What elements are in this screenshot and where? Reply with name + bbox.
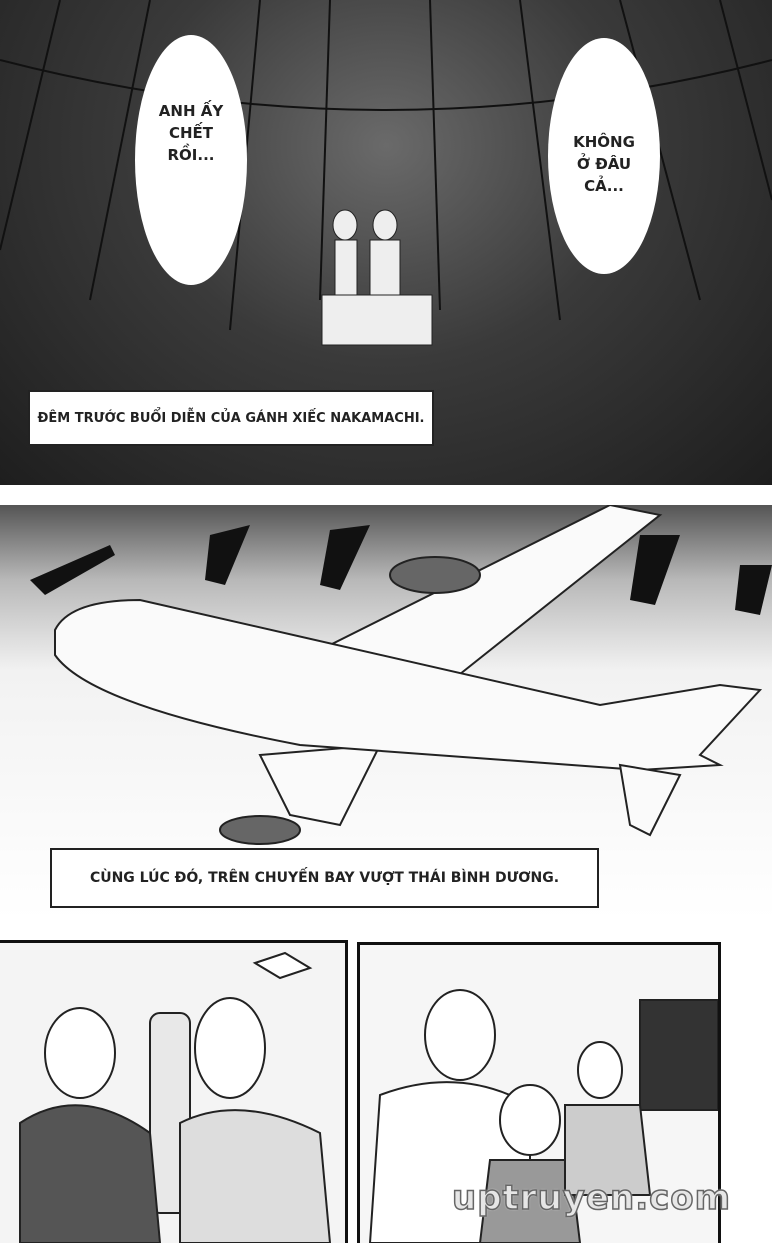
panel-mother-children xyxy=(357,942,721,1243)
elderly-couple-drawing xyxy=(19,951,332,1243)
caption-box: ĐÊM TRƯỚC BUỔI DIỄN CỦA GÁNH XIẾC NAKAMA… xyxy=(28,390,434,446)
caption-text: CÙNG LÚC ĐÓ, TRÊN CHUYẾN BAY VƯỢT THÁI B… xyxy=(89,870,560,886)
panel-circus-tent: ANH ẤY CHẾT RỒI... KHÔNG Ở ĐÂU CẢ... ĐÊM… xyxy=(0,0,772,485)
tent-lines-drawing xyxy=(0,0,772,346)
panel-airplane: CÙNG LÚC ĐÓ, TRÊN CHUYẾN BAY VƯỢT THÁI B… xyxy=(0,505,772,920)
watermark: uptruyen.com xyxy=(451,1177,732,1219)
caption-box: CÙNG LÚC ĐÓ, TRÊN CHUYẾN BAY VƯỢT THÁI B… xyxy=(50,848,599,908)
speech-bubble-left: ANH ẤY CHẾT RỒI... xyxy=(135,35,247,285)
speech-text: KHÔNG Ở ĐÂU CẢ... xyxy=(573,133,635,195)
panel-elderly-couple xyxy=(0,940,348,1243)
caption-text: ĐÊM TRƯỚC BUỔI DIỄN CỦA GÁNH XIẾC NAKAMA… xyxy=(37,410,425,426)
family-drawing xyxy=(368,989,718,1243)
speech-bubble-right: KHÔNG Ở ĐÂU CẢ... xyxy=(548,38,660,274)
speech-text: ANH ẤY CHẾT RỒI... xyxy=(158,102,224,164)
two-seated-girls xyxy=(321,209,433,346)
airplane-drawing xyxy=(30,505,772,845)
